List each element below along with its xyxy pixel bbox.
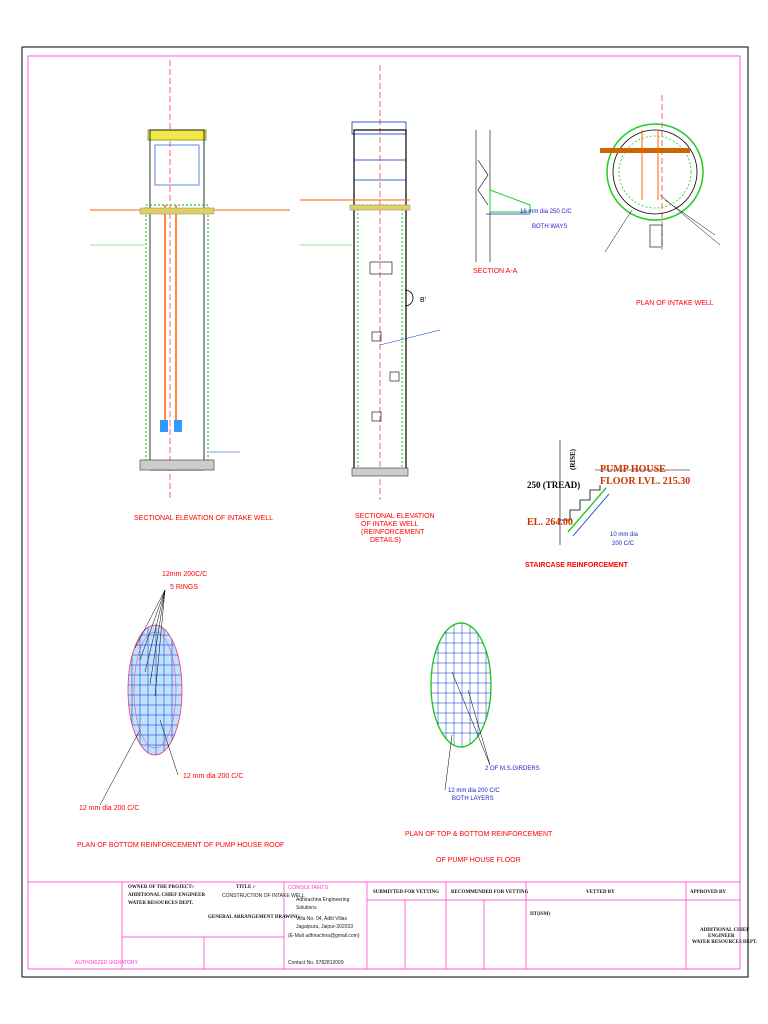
note-stair-bar-1: 10 mm dia — [610, 532, 639, 538]
note-stair-tread: 250 (TREAD) — [527, 480, 580, 490]
tb-consultants-3: Villa No. 04, Aditi Villas — [296, 916, 347, 922]
tb-consultants-5: (E-Mail adhirachna@gmail.com) — [288, 933, 360, 939]
staircase-view: 250 (TREAD) (RISE) PUMP HOUSE FLOOR LVL.… — [525, 440, 690, 569]
note-roof-bar-right: 12 mm dia 200 C/C — [183, 773, 243, 780]
tb-title-sub: CONSTRUCTION OF INTAKE WELL — [222, 893, 305, 899]
title-block — [28, 881, 740, 969]
tb-contact: Contact No. 9782812009 — [288, 960, 344, 966]
tb-approved-sub-1: ADDITIONAL CHIEF — [700, 928, 749, 933]
label-reinf-elev-4: DETAILS) — [370, 537, 401, 544]
sectional-elevation-view: SECTIONAL ELEVATION OF INTAKE WELL — [90, 60, 290, 522]
note-section-aa-bar: 16 mm dia 250 C/C — [520, 209, 572, 215]
roof-reinforcement-view: 12mm 200C/C 5 RINGS 12 mm dia 200 C/C 12… — [77, 571, 284, 849]
note-stair-rise: (RISE) — [569, 448, 577, 470]
note-floor-both: BOTH LAYERS — [452, 796, 494, 802]
label-sectional-elevation: SECTIONAL ELEVATION OF INTAKE WELL — [134, 515, 273, 522]
note-stair-el: EL. 264.00 — [527, 517, 573, 528]
tb-vetted: VETTED BY — [586, 890, 615, 895]
outer-border — [21, 46, 749, 978]
label-plan-bottom-roof: PLAN OF BOTTOM REINFORCEMENT OF PUMP HOU… — [77, 842, 284, 849]
note-stair-pump-house-2: FLOOR LVL. 215.30 — [600, 476, 690, 487]
note-section-aa-both: BOTH WAYS — [532, 224, 567, 230]
plan-intake-view: PLAN OF INTAKE WELL — [600, 95, 721, 307]
tb-approved-sub-2: ENGINEER — [708, 934, 735, 939]
tb-vetted-sub: IIT(ISM) — [530, 912, 550, 917]
section-aa-view: 16 mm dia 250 C/C BOTH WAYS SECTION A-A — [473, 130, 572, 275]
note-roof-bar-top: 12mm 200C/C — [162, 571, 207, 578]
note-floor-bar: 12 mm dia 200 C/C — [448, 788, 500, 794]
note-floor-girders: 2 OF M.S.GIRDERS — [485, 766, 540, 772]
tb-approved: APPROVED BY — [690, 890, 726, 895]
tb-submitted: SUBMITTED FOR VETTING — [373, 890, 439, 895]
tb-consultants-4: Jagatpura, Jaipur-302033 — [296, 924, 353, 930]
label-plan-floor-1: PLAN OF TOP & BOTTOM REINFORCEMENT — [405, 831, 553, 838]
floor-reinforcement-view: 2 OF M.S.GIRDERS 12 mm dia 200 C/C BOTH … — [405, 622, 553, 864]
note-stair-pump-house-1: PUMP HOUSE — [600, 464, 666, 475]
note-roof-rings: 5 RINGS — [170, 584, 198, 591]
tb-approved-sub-3: WATER RESOURCES DEPT. — [692, 940, 758, 945]
tb-owner-1: OWNER OF THE PROJECT:- — [128, 885, 195, 890]
label-staircase: STAIRCASE REINFORCEMENT — [525, 562, 629, 569]
label-reinf-elev-1: SECTIONAL ELEVATION — [355, 513, 435, 520]
tb-owner-2: ADDITIONAL CHIEF ENGINEER — [128, 893, 205, 898]
tb-recommended: RECOMMENDED FOR VETTING — [451, 890, 529, 895]
note-roof-bar-left: 12 mm dia 200 C/C — [79, 805, 139, 812]
tb-owner-3: WATER RESOURCES DEPT. — [128, 901, 194, 906]
note-stair-bar-2: 200 C/C — [612, 541, 635, 547]
tb-title-head: TITLE :- — [236, 885, 256, 890]
reinforcement-elevation-view: B' SECTIONAL ELEVATION OF INTAKE WELL (R… — [300, 65, 441, 544]
inner-border — [27, 55, 741, 970]
tb-title-main: GENERAL ARRANGEMENT DRAWING — [208, 915, 300, 920]
tb-consultants-2: Solutions — [296, 905, 317, 911]
tb-authorized: AUTHORIZED SIGNATORY — [75, 960, 138, 966]
label-plan-floor-2: OF PUMP HOUSE FLOOR — [436, 857, 521, 864]
label-reinf-elev-2: OF INTAKE WELL — [361, 521, 419, 528]
label-section-aa: SECTION A-A — [473, 268, 518, 275]
mark-b: B' — [420, 297, 426, 304]
tb-consultants-head: CONSULTANTS — [288, 885, 328, 891]
label-reinf-elev-3: (REINFORCEMENT — [361, 529, 425, 536]
tb-consultants-1: Adhirachna Engineering — [296, 897, 350, 903]
label-plan-intake: PLAN OF INTAKE WELL — [636, 300, 714, 307]
